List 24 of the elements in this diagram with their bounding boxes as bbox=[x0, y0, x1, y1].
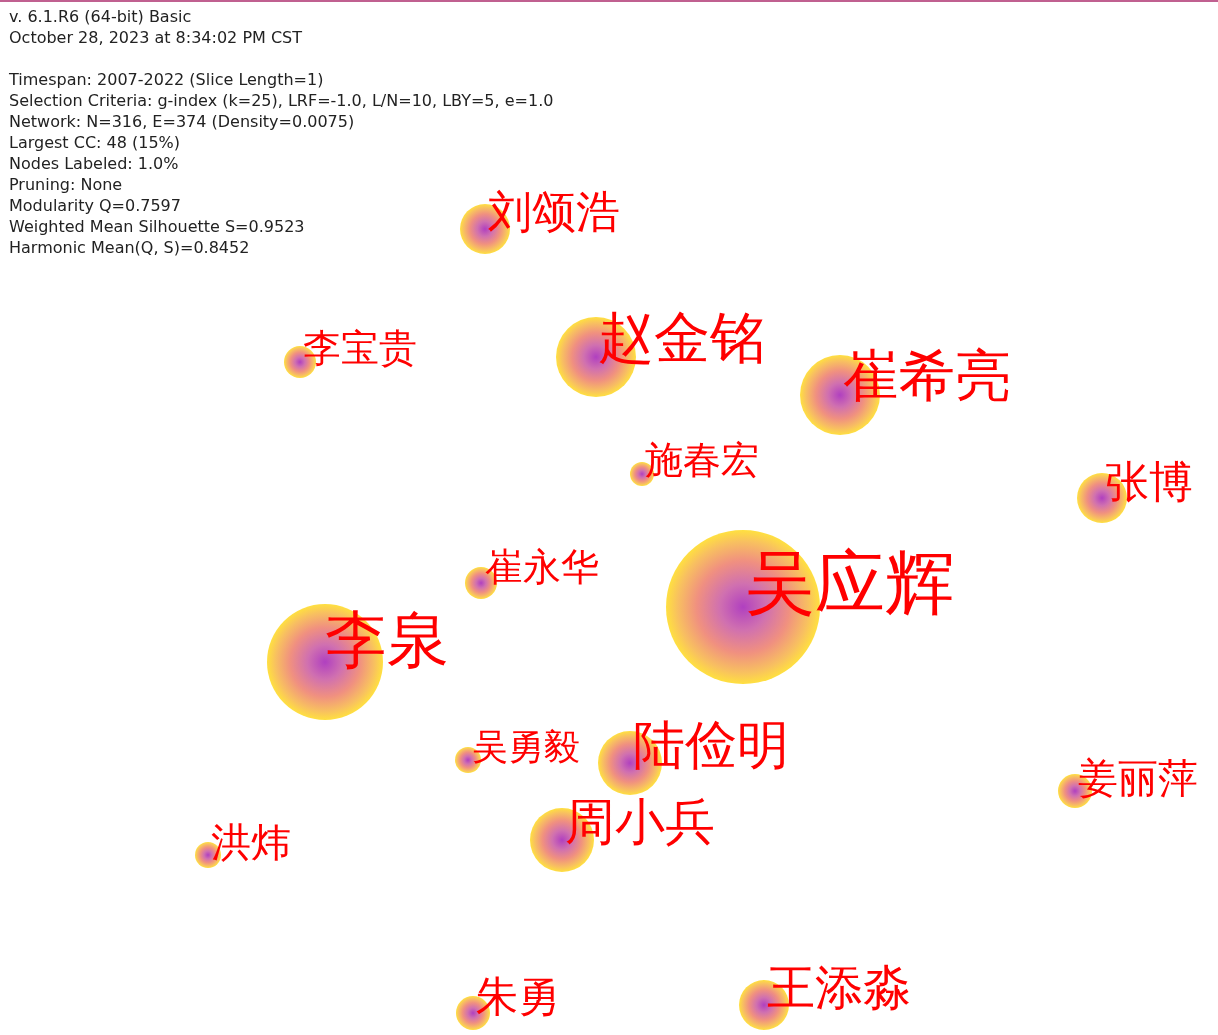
author-label: 洪炜 bbox=[211, 822, 291, 862]
author-label: 周小兵 bbox=[565, 797, 715, 847]
info-text: Nodes Labeled: 1.0% bbox=[9, 153, 179, 174]
info-text: Pruning: None bbox=[9, 174, 123, 195]
info-text: Weighted Mean Silhouette S=0.9523 bbox=[9, 216, 305, 237]
author-label: 吴应辉 bbox=[745, 548, 955, 618]
info-text: v. 6.1.R6 (64-bit) Basic bbox=[9, 6, 192, 27]
author-label: 施春宏 bbox=[645, 441, 759, 479]
author-label: 刘颂浩 bbox=[488, 190, 620, 234]
info-text: Largest CC: 48 (15%) bbox=[9, 132, 181, 153]
author-label: 吴勇毅 bbox=[472, 729, 580, 765]
author-label: 赵金铭 bbox=[598, 310, 766, 366]
author-label: 李宝贵 bbox=[303, 329, 417, 367]
info-text: Timespan: 2007-2022 (Slice Length=1) bbox=[9, 69, 324, 90]
info-text: Selection Criteria: g-index (k=25), LRF=-1.0, L/N=10, LBY=5, e=1.0 bbox=[9, 90, 554, 111]
info-text: October 28, 2023 at 8:34:02 PM CST bbox=[9, 27, 303, 48]
info-text: Modularity Q=0.7597 bbox=[9, 195, 181, 216]
author-label: 崔永华 bbox=[485, 548, 599, 586]
author-label: 崔希亮 bbox=[843, 348, 1011, 404]
author-label: 朱勇 bbox=[476, 976, 560, 1018]
info-text: Network: N=316, E=374 (Density=0.0075) bbox=[9, 111, 355, 132]
author-label: 王添淼 bbox=[767, 963, 911, 1011]
author-label: 姜丽萍 bbox=[1078, 758, 1198, 798]
info-text: Harmonic Mean(Q, S)=0.8452 bbox=[9, 237, 250, 258]
